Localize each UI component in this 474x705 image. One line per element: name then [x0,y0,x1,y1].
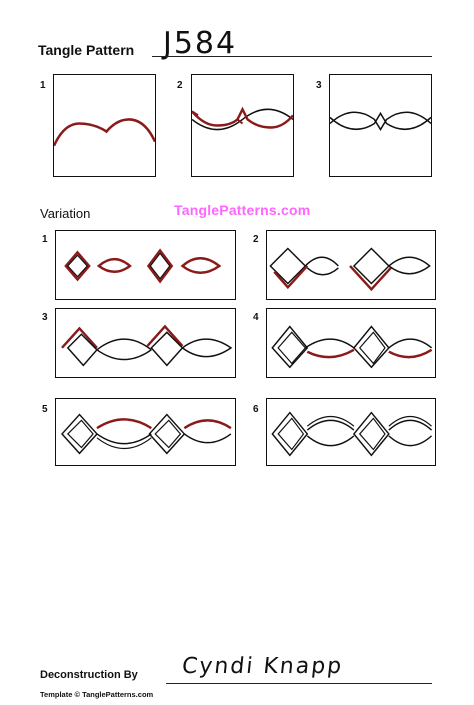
variation-number-3: 3 [42,312,48,323]
variation-2-panel [266,230,436,300]
step-3-panel [329,74,432,177]
template-credit: Template © TanglePatterns.com [40,690,154,699]
variation-5-drawing [61,413,232,455]
variation-5-panel [55,398,236,466]
step-1-drawing [54,118,155,147]
header-rule [152,56,432,57]
variation-1-drawing [64,248,222,284]
variation-6-panel [266,398,436,466]
variation-number-2: 2 [253,234,259,245]
variation-3-drawing [61,324,233,367]
watermark: TanglePatterns.com [174,202,311,218]
footer-rule [166,683,432,684]
step-2-drawing [192,106,293,131]
step-number-2: 2 [177,80,183,91]
variation-6-drawing [271,411,433,457]
step-number-3: 3 [316,80,322,91]
deconstruction-label: Deconstruction By [40,669,138,681]
variation-label: Variation [40,206,91,221]
step-2-panel [191,74,294,177]
variation-number-4: 4 [253,312,259,323]
variation-2-drawing [269,247,431,292]
step-1-panel [53,74,156,177]
variation-4-panel [266,308,436,378]
variation-number-1: 1 [42,234,48,245]
variation-number-6: 6 [253,404,259,415]
step-number-1: 1 [40,80,46,91]
artist-name: Cyndi Knapp [180,654,345,679]
pattern-name: J584 [163,26,238,61]
variation-3-panel [55,308,236,378]
variation-4-drawing [271,325,433,369]
variation-1-panel [55,230,236,300]
variation-number-5: 5 [42,404,48,415]
step-3-drawing [330,111,431,132]
tangle-pattern-label: Tangle Pattern [38,42,135,58]
